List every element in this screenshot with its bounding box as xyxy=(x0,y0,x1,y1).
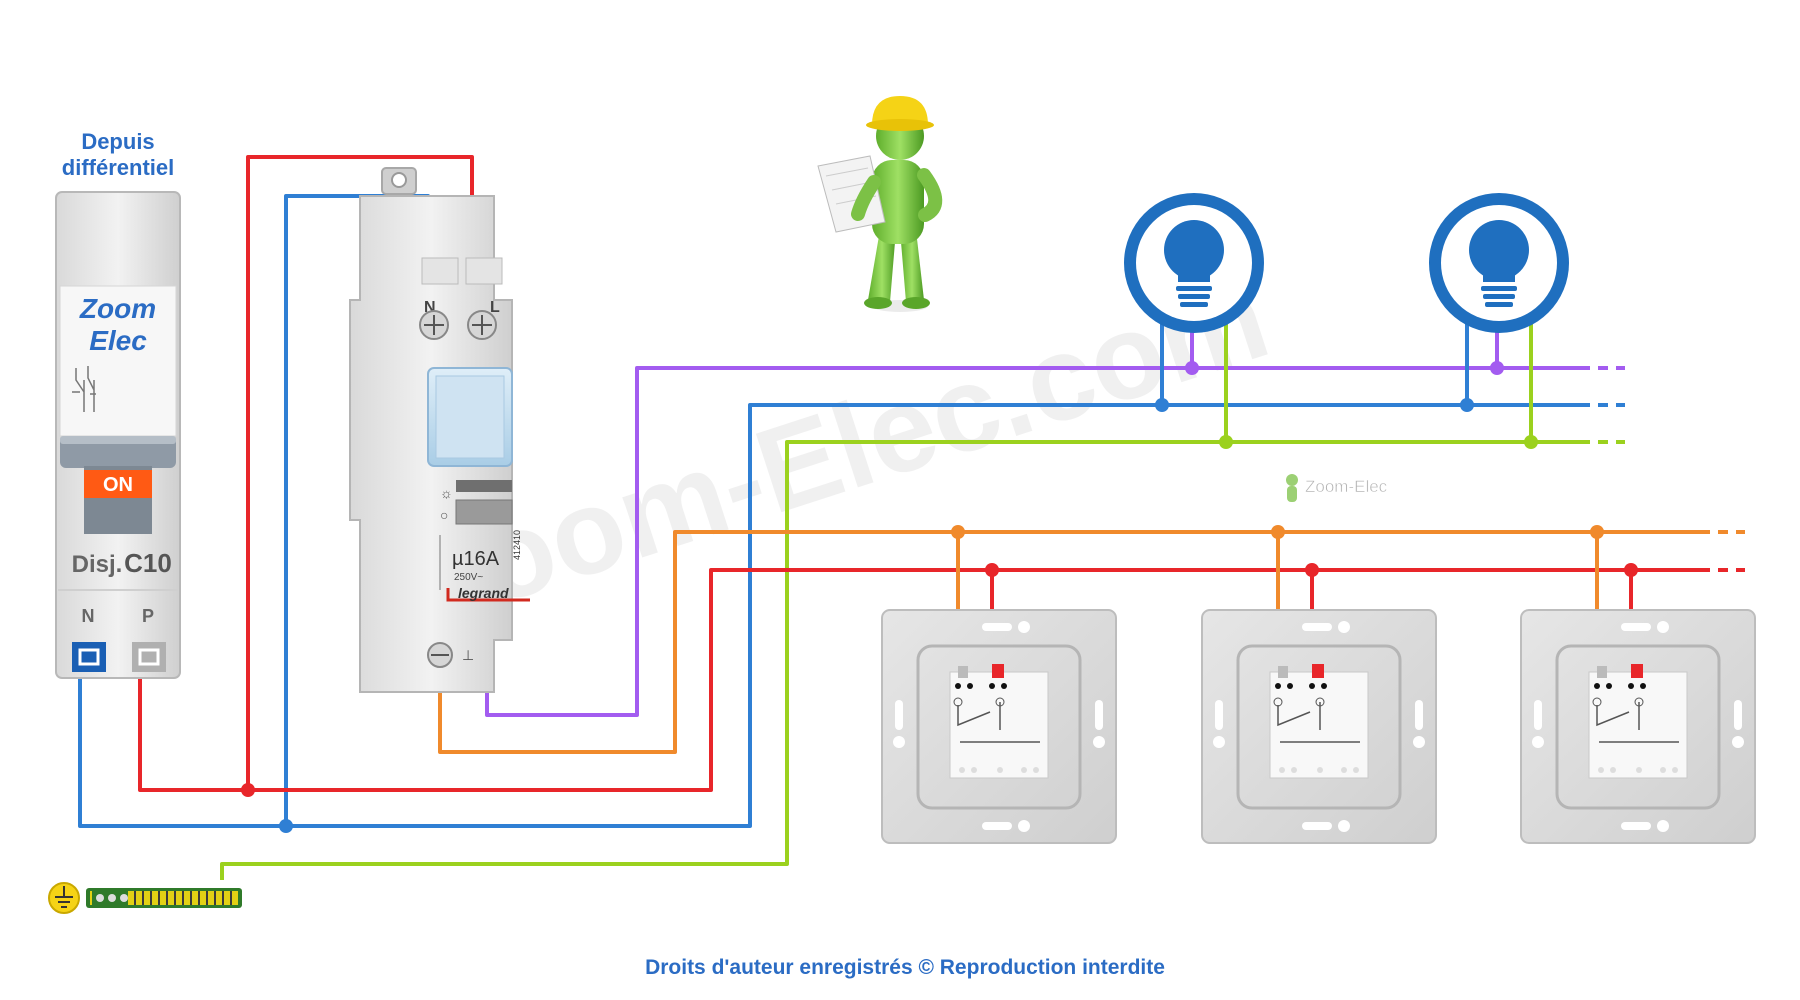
wire-neutral-bus xyxy=(78,403,1580,828)
breaker-rating-prefix: Disj. xyxy=(72,551,123,578)
wire-lamp-return xyxy=(485,366,1580,717)
svg-text:☼: ☼ xyxy=(440,485,453,501)
push-button-2[interactable] xyxy=(1201,609,1437,844)
breaker-switch-icon xyxy=(72,366,96,412)
wire-switch-return xyxy=(438,530,1700,754)
breaker-state-label: ON xyxy=(103,474,133,496)
lamp-1 xyxy=(1124,193,1264,333)
relay-brand: legrand xyxy=(458,585,509,601)
relay-manual-button[interactable] xyxy=(455,499,513,525)
impulse-relay: N L ☼ ○ µ16A 250V~ legrand 412410 ⊥ xyxy=(349,167,530,693)
watermark-logo: Zoom-Elec xyxy=(1286,474,1388,502)
lightbulb-icon xyxy=(1469,220,1529,307)
circuit-breaker: Zoom Elec ON Disj. C10 N P xyxy=(55,191,181,679)
worker-figure xyxy=(817,96,943,312)
watermark-small-text: Zoom-Elec xyxy=(1305,477,1388,496)
breaker-brand-line1: Zoom xyxy=(79,293,156,324)
relay-ref: 412410 xyxy=(512,530,522,560)
push-button-1[interactable] xyxy=(881,609,1117,844)
breaker-terminal-p-label: P xyxy=(142,606,154,626)
wire-earth xyxy=(220,440,1580,880)
relay-rating: µ16A xyxy=(452,548,500,570)
relay-terminal-n-label: N xyxy=(424,299,436,316)
copyright-notice: Droits d'auteur enregistrés © Reproducti… xyxy=(645,956,1165,979)
breaker-terminal-n xyxy=(72,642,106,672)
source-label-line1: Depuis xyxy=(81,129,154,154)
relay-terminal-l-label: L xyxy=(490,299,500,316)
wire-phase-bus xyxy=(138,568,1700,792)
breaker-rating: C10 xyxy=(124,548,172,578)
push-button-3[interactable] xyxy=(1520,609,1756,844)
lamp-2 xyxy=(1429,193,1569,333)
lightbulb-icon xyxy=(1164,220,1224,307)
junction-dots xyxy=(241,361,1638,833)
earth-terminal xyxy=(48,882,242,914)
relay-voltage: 250V~ xyxy=(454,572,483,583)
svg-text:⊥: ⊥ xyxy=(462,647,474,663)
breaker-toggle[interactable] xyxy=(84,470,152,498)
svg-text:○: ○ xyxy=(440,507,448,523)
source-label-line2: différentiel xyxy=(62,155,174,180)
breaker-terminal-p xyxy=(132,642,166,672)
breaker-terminal-n-label: N xyxy=(82,606,95,626)
breaker-brand-line2: Elec xyxy=(89,325,147,356)
